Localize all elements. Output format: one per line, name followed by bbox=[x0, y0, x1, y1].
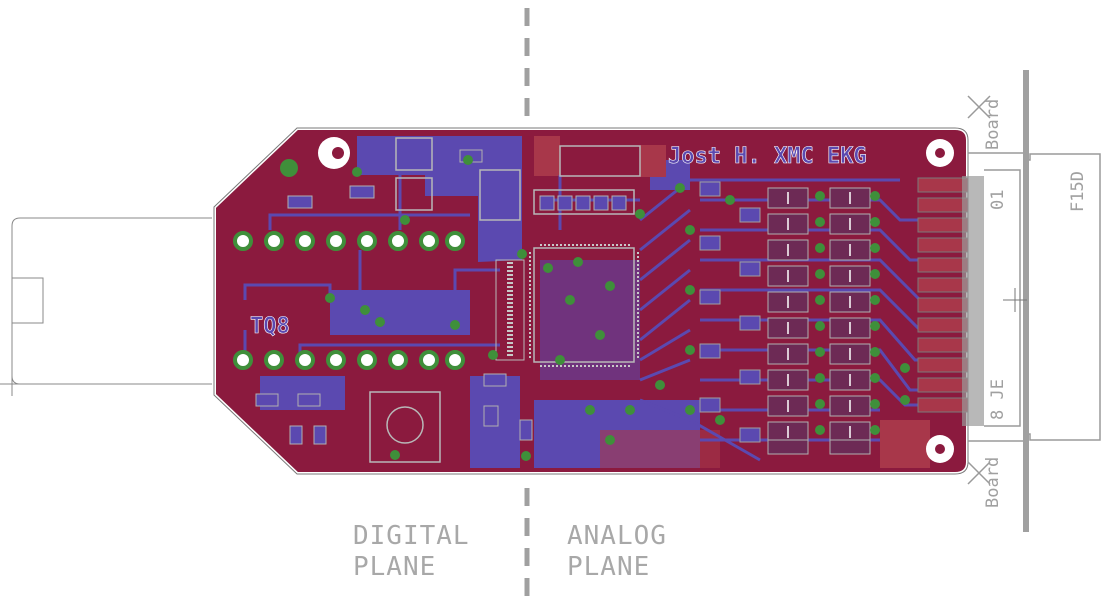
top-components bbox=[369, 137, 641, 463]
mounting-holes bbox=[318, 137, 954, 463]
analog-plane-label: ANALOG PLANE bbox=[567, 521, 667, 583]
connector-body-shade bbox=[962, 176, 984, 426]
dsub-connector-outline bbox=[967, 70, 1101, 532]
smd-component-array bbox=[699, 181, 871, 455]
chip-label: TQ8 bbox=[250, 314, 290, 339]
board-edge-label-top: Board bbox=[983, 99, 1003, 150]
microcontroller-chip bbox=[529, 244, 639, 367]
board-title: Jost H. XMC EKG bbox=[668, 144, 867, 169]
vias bbox=[280, 155, 910, 461]
copper-fill-highlights bbox=[534, 136, 930, 468]
side-chip bbox=[495, 259, 525, 361]
connector-name: F15D bbox=[1068, 171, 1088, 212]
digital-plane-label: DIGITAL PLANE bbox=[353, 521, 470, 583]
board-edge-label-bottom: Board bbox=[983, 457, 1003, 508]
usb-plug-outline bbox=[0, 217, 470, 396]
analog-plane-line1: ANALOG bbox=[567, 521, 667, 551]
digital-plane-line2: PLANE bbox=[353, 552, 437, 582]
analog-plane-line2: PLANE bbox=[567, 552, 651, 582]
digital-plane-line1: DIGITAL bbox=[353, 521, 470, 551]
edge-connector-pads bbox=[917, 177, 969, 413]
header-through-holes bbox=[233, 231, 465, 370]
connector-pin-top: 01 bbox=[988, 190, 1008, 210]
connector-pin-bottom: 8 JE bbox=[988, 379, 1008, 420]
